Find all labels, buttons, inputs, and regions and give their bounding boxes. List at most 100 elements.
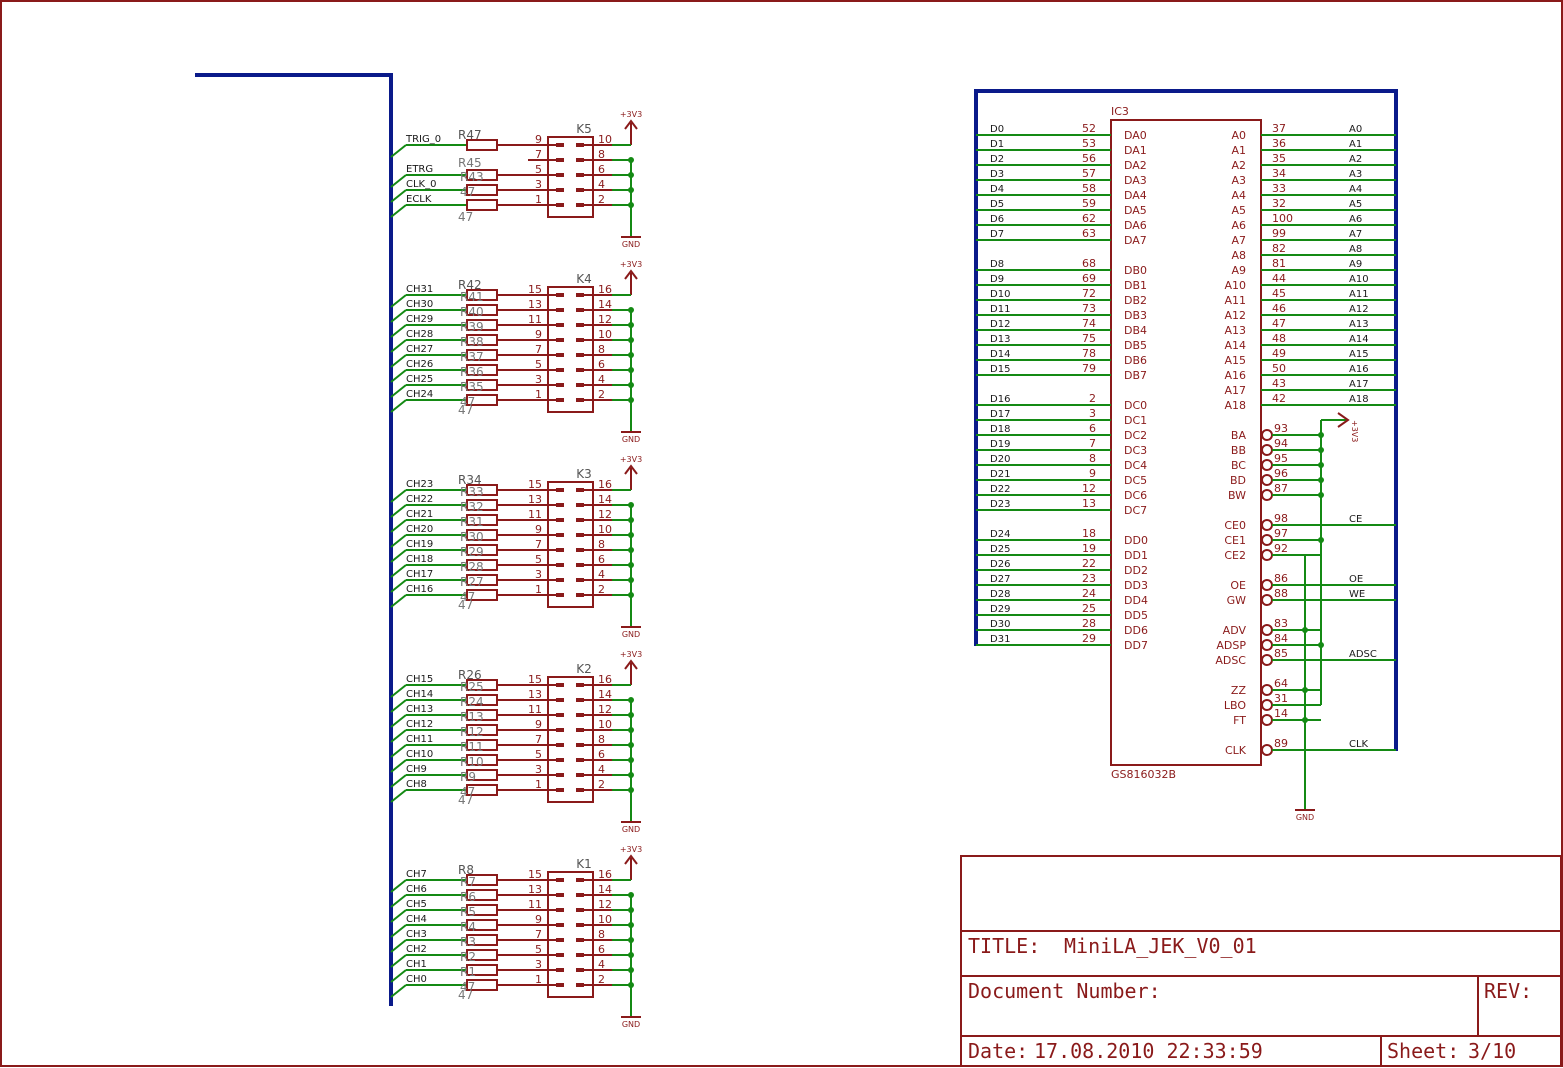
pin-name: DA3 (1124, 174, 1147, 187)
inverted-pin-bubble (1261, 579, 1273, 591)
pin-pad (576, 533, 584, 537)
pin-number: 8 (1089, 452, 1096, 465)
pin-number-even: 4 (598, 178, 605, 191)
pin-pad (576, 593, 584, 597)
pin-number: 84 (1274, 632, 1288, 645)
net-name: CLK_0 (406, 179, 436, 190)
pin-number-odd: 13 (528, 493, 542, 506)
pin-number-even: 2 (598, 778, 605, 791)
bus-entry (390, 969, 407, 983)
net-name: CH5 (406, 899, 427, 910)
gnd-junction (628, 547, 634, 553)
data-net-label: D6 (990, 214, 1004, 225)
gnd-junction (628, 187, 634, 193)
sheet-label: Sheet: (1387, 1039, 1459, 1063)
pin-name: GW (1227, 594, 1247, 607)
pin-number: 75 (1082, 332, 1096, 345)
pin-number-even: 6 (598, 748, 605, 761)
pin-number: 25 (1082, 602, 1096, 615)
gnd-junction (628, 397, 634, 403)
net-name: CH9 (406, 764, 427, 775)
resistor-designator: R24 (460, 695, 484, 709)
pin-number-even: 8 (598, 343, 605, 356)
data-net-label: D20 (990, 454, 1010, 465)
pin-number: 13 (1082, 497, 1096, 510)
address-net-label: A8 (1349, 244, 1362, 255)
pin-number: 24 (1082, 587, 1096, 600)
gnd-junction (628, 517, 634, 523)
bus-entry (390, 909, 407, 923)
pin-name: DB1 (1124, 279, 1147, 292)
pin-number: 3 (1089, 407, 1096, 420)
vcc-arrow (624, 854, 638, 865)
address-net-label: A5 (1349, 199, 1362, 210)
pin-number-odd: 5 (535, 553, 542, 566)
bus-entry (390, 684, 407, 698)
data-net-label: D24 (990, 529, 1010, 540)
bus-entry (390, 894, 407, 908)
gnd-label: GND (622, 435, 640, 444)
pin-name: FT (1233, 714, 1246, 727)
net-name: CH17 (406, 569, 433, 580)
ic-bus (974, 89, 1398, 751)
pin-pad (556, 893, 564, 897)
bus-entry (390, 399, 407, 413)
pin-number-odd: 1 (535, 778, 542, 791)
date-value: 17.08.2010 22:33:59 (1034, 1039, 1263, 1063)
resistor-value: 47 (458, 598, 473, 612)
bus-entry (390, 339, 407, 353)
pin-number-odd: 7 (535, 343, 542, 356)
bus-entry (390, 354, 407, 368)
pin-number-odd: 1 (535, 388, 542, 401)
gnd-label: GND (622, 240, 640, 249)
bus-entry (390, 564, 407, 578)
pin-name: DA6 (1124, 219, 1147, 232)
pin-name: CE1 (1224, 534, 1246, 547)
resistor-designator: R38 (460, 335, 484, 349)
data-net-label: D7 (990, 229, 1004, 240)
pin-number-odd: 9 (535, 523, 542, 536)
pin-number: 37 (1272, 122, 1286, 135)
pin-number: 35 (1272, 152, 1286, 165)
gnd-label: GND (622, 630, 640, 639)
pin-pad (556, 683, 564, 687)
net-name: CH0 (406, 974, 427, 985)
pin-name: DA7 (1124, 234, 1147, 247)
pin-pad (576, 548, 584, 552)
net-name: CH29 (406, 314, 433, 325)
gnd-junction (628, 967, 634, 973)
pin-name: DD3 (1124, 579, 1148, 592)
bus-entry (390, 594, 407, 608)
address-net-label: A0 (1349, 124, 1362, 135)
vcc-arrow (1337, 412, 1350, 428)
resistor-value: 47 (458, 210, 473, 224)
gnd-label: GND (622, 825, 640, 834)
net-name: CH27 (406, 344, 433, 355)
pin-name: DB5 (1124, 339, 1147, 352)
data-net-label: D18 (990, 424, 1010, 435)
pin-number-odd: 7 (535, 538, 542, 551)
pin-number: 73 (1082, 302, 1096, 315)
connector-name: K2 (576, 662, 592, 676)
pin-number: 69 (1082, 272, 1096, 285)
address-net-label: A15 (1349, 349, 1369, 360)
resistor-designator: R30 (460, 530, 484, 544)
pin-pad (556, 548, 564, 552)
pin-pad (556, 338, 564, 342)
pin-number: 49 (1272, 347, 1286, 360)
resistor-designator: R4 (460, 920, 476, 934)
resistor-designator: R35 (460, 380, 484, 394)
power-vcc-symbol: +3V3 (620, 110, 642, 145)
